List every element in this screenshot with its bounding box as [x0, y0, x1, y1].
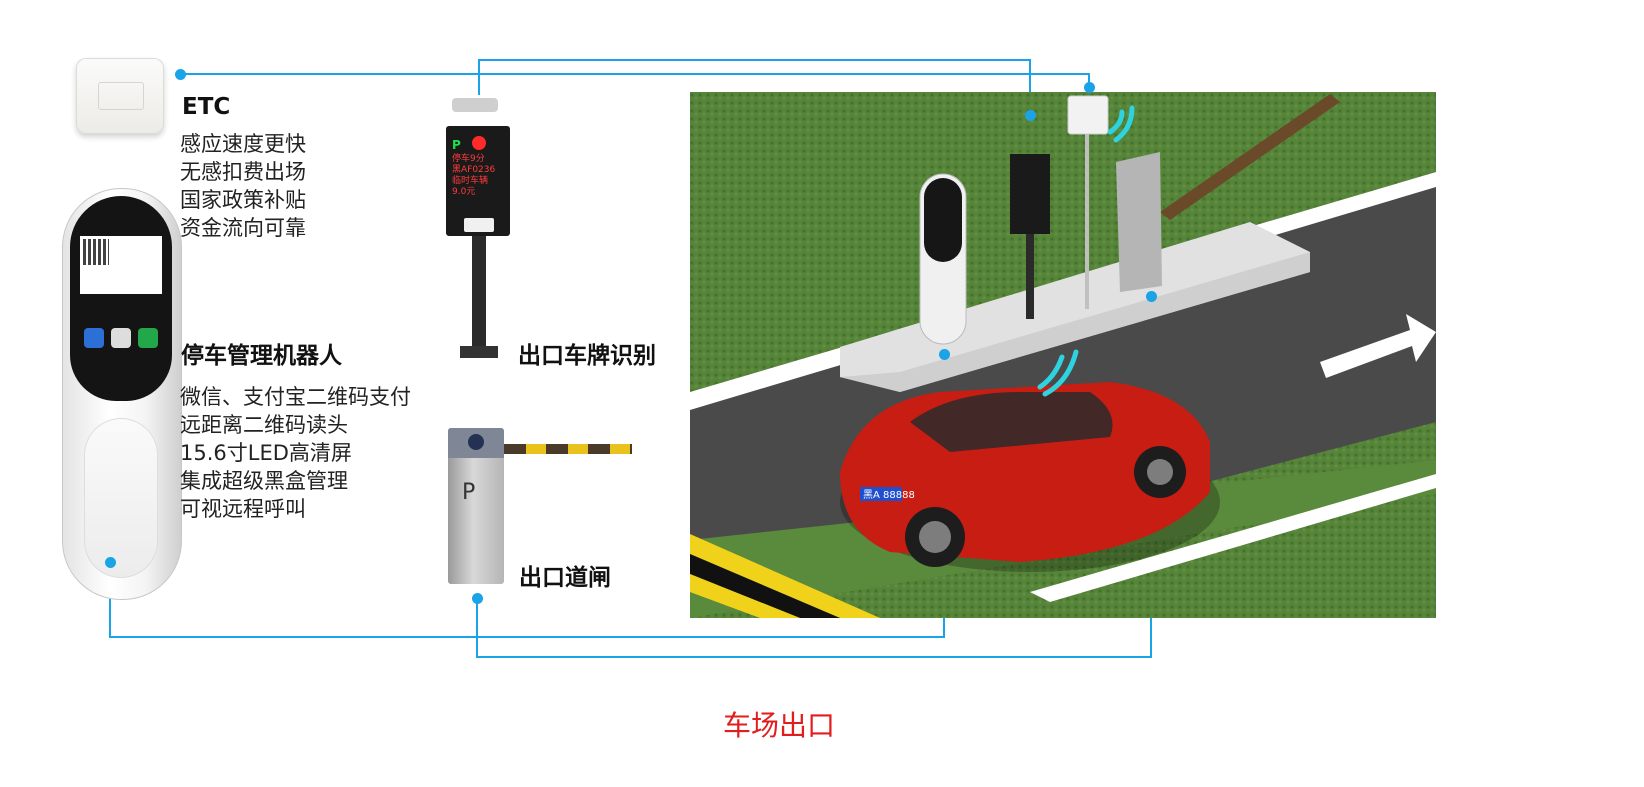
car-plate: 黑A 88888	[863, 489, 915, 501]
robot-feature: 微信、支付宝二维码支付	[180, 385, 411, 409]
parking-exit-scene: 黑A 88888	[690, 92, 1436, 618]
connector-dot	[938, 348, 950, 360]
robot-feature: 可视远程呼叫	[180, 497, 306, 521]
gate-p-letter: P	[462, 480, 476, 505]
connector-dot	[104, 556, 116, 568]
plate-recognition-image: P 停车9分 黑AF0236 临时车辆 9.0元	[446, 96, 510, 364]
etc-feature: 国家政策补贴	[180, 188, 306, 212]
connector-dot	[471, 592, 483, 604]
etc-title: ETC	[182, 94, 231, 120]
lpr-p-sign: P	[452, 138, 461, 152]
connector-etc	[180, 73, 1090, 87]
barrier-gate-image: P	[448, 428, 632, 584]
barrier-gate-title: 出口道闸	[519, 565, 611, 591]
connector-dot	[1024, 109, 1036, 121]
lpr-display: 停车9分 黑AF0236 临时车辆 9.0元	[452, 154, 496, 197]
robot-feature: 15.6寸LED高清屏	[180, 441, 352, 465]
connector-dot	[1083, 81, 1095, 93]
etc-feature: 资金流向可靠	[180, 216, 306, 240]
caption-parking-exit: 车场出口	[723, 709, 836, 742]
etc-device-image	[76, 58, 164, 134]
etc-feature: 感应速度更快	[180, 132, 306, 156]
robot-feature: 远距离二维码读头	[180, 413, 348, 437]
etc-feature-list: 感应速度更快 无感扣费出场 国家政策补贴 资金流向可靠	[180, 130, 306, 242]
connector-dot	[1145, 290, 1157, 302]
connector-lpr	[478, 59, 1031, 115]
robot-feature: 集成超级黑盒管理	[180, 469, 348, 493]
plate-recognition-title: 出口车牌识别	[518, 343, 656, 369]
robot-feature-list: 微信、支付宝二维码支付 远距离二维码读头 15.6寸LED高清屏 集成超级黑盒管…	[180, 383, 411, 523]
robot-title: 停车管理机器人	[181, 343, 342, 369]
etc-feature: 无感扣费出场	[180, 160, 306, 184]
parking-robot-image	[62, 188, 182, 600]
connector-dot	[174, 68, 186, 80]
